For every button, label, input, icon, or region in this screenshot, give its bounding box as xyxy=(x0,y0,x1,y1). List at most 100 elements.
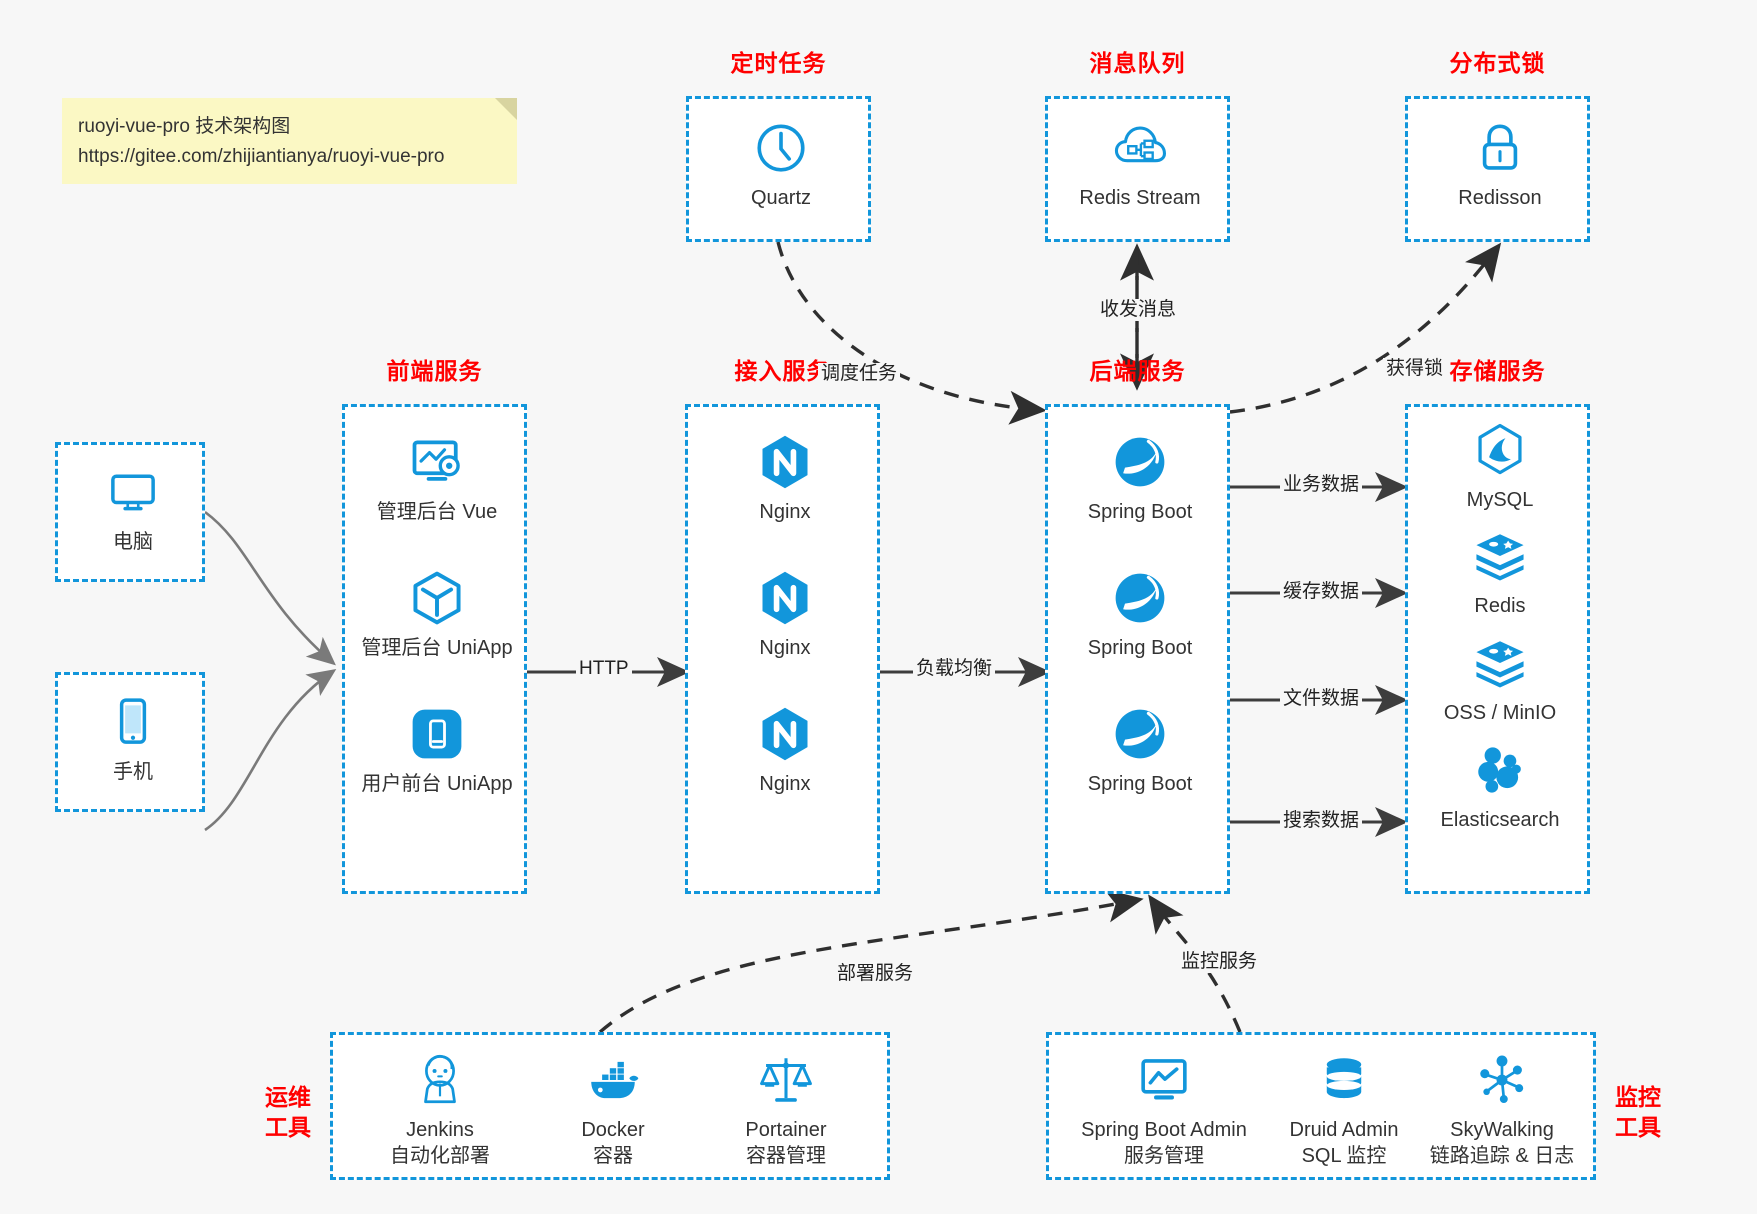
group-title-mq: 消息队列 xyxy=(1089,50,1186,76)
node-user-uniapp[interactable]: 用户前台 UniApp xyxy=(361,703,513,797)
group-box-scheduler: Quartz xyxy=(686,96,871,242)
node-sublabel: 服务管理 xyxy=(1124,1145,1204,1167)
node-label: 管理后台 Vue xyxy=(376,501,498,523)
node-label: Spring Boot xyxy=(1087,501,1193,523)
node-springboot-1[interactable]: Spring Boot xyxy=(1070,431,1210,525)
node-oss-minio[interactable]: OSS / MinIO xyxy=(1430,632,1570,726)
phone-icon xyxy=(102,691,164,753)
group-box-lock: Redisson xyxy=(1405,96,1590,242)
node-sublabel: 链路追踪 & 日志 xyxy=(1429,1145,1575,1167)
node-admin-uniapp[interactable]: 管理后台 UniApp xyxy=(361,567,513,661)
node-skywalking[interactable]: SkyWalking 链路追踪 & 日志 xyxy=(1417,1049,1587,1169)
edge-label-load-balance: 负载均衡 xyxy=(913,658,996,680)
edge-backend-to-redisson xyxy=(1229,242,1502,414)
edge-label-send-receive-msg: 收发消息 xyxy=(1097,299,1180,321)
monitor-icon xyxy=(102,461,164,523)
lock-icon xyxy=(1469,117,1531,179)
node-druid-admin[interactable]: Druid Admin SQL 监控 xyxy=(1264,1049,1424,1169)
node-phone[interactable]: 手机 xyxy=(63,691,203,785)
note-fold-corner xyxy=(495,98,517,120)
node-label: Elasticsearch xyxy=(1440,809,1560,831)
group-title-frontend: 前端服务 xyxy=(386,358,483,384)
clock-icon xyxy=(750,117,812,179)
node-docker[interactable]: Docker 容器 xyxy=(538,1049,688,1169)
node-label: Spring Boot xyxy=(1087,637,1193,659)
group-title-ops-line1: 运维 xyxy=(265,1084,311,1110)
edge-label-file-data: 文件数据 xyxy=(1280,688,1363,710)
docker-icon xyxy=(582,1049,644,1111)
oss-minio-icon xyxy=(1469,632,1531,694)
node-label: 用户前台 UniApp xyxy=(361,773,513,795)
skywalking-icon xyxy=(1471,1049,1533,1111)
group-title-lock: 分布式锁 xyxy=(1449,50,1546,76)
cloud-network-icon xyxy=(1109,117,1171,179)
group-box-gateway: Nginx Nginx Nginx xyxy=(685,404,880,894)
node-label: Redis xyxy=(1474,595,1526,617)
node-label: Nginx xyxy=(759,637,811,659)
nginx-icon xyxy=(754,431,816,493)
node-label: Nginx xyxy=(759,773,811,795)
node-label: Docker xyxy=(581,1119,645,1141)
redis-icon xyxy=(1469,525,1531,587)
node-label: Spring Boot Admin xyxy=(1081,1119,1247,1141)
node-label: OSS / MinIO xyxy=(1443,702,1557,724)
node-label: Jenkins xyxy=(406,1119,474,1141)
node-redis[interactable]: Redis xyxy=(1430,525,1570,619)
spring-boot-icon xyxy=(1109,431,1171,493)
edge-backend-to-storage xyxy=(1230,472,1408,837)
cube-icon xyxy=(406,567,468,629)
mobile-app-icon xyxy=(406,703,468,765)
client-box-pc: 电脑 xyxy=(55,442,205,582)
node-label: 管理后台 UniApp xyxy=(361,637,513,659)
node-nginx-1[interactable]: Nginx xyxy=(715,431,855,525)
edge-label-cache-data: 缓存数据 xyxy=(1280,581,1363,603)
edge-label-acquire-lock: 获得锁 xyxy=(1383,358,1447,380)
node-portainer[interactable]: Portainer 容器管理 xyxy=(711,1049,861,1169)
node-label: SkyWalking xyxy=(1450,1119,1554,1141)
edge-label-business-data: 业务数据 xyxy=(1280,474,1363,496)
node-elasticsearch[interactable]: Elasticsearch xyxy=(1430,739,1570,833)
node-label: 手机 xyxy=(113,761,153,783)
node-springboot-3[interactable]: Spring Boot xyxy=(1070,703,1210,797)
group-box-monitor: Spring Boot Admin 服务管理 Druid Admin SQL 监… xyxy=(1046,1032,1596,1180)
node-sublabel: SQL 监控 xyxy=(1301,1145,1387,1167)
node-label: Redis Stream xyxy=(1079,187,1201,209)
node-label: Redisson xyxy=(1458,187,1542,209)
node-admin-vue[interactable]: 管理后台 Vue xyxy=(367,431,507,525)
group-box-ops: Jenkins 自动化部署 xyxy=(330,1032,890,1180)
node-label: Nginx xyxy=(759,501,811,523)
monitor-chart-icon xyxy=(1133,1049,1195,1111)
node-sublabel: 自动化部署 xyxy=(390,1145,490,1167)
node-pc[interactable]: 电脑 xyxy=(63,461,203,555)
group-box-backend: Spring Boot Spring Boot Spring Boot xyxy=(1045,404,1230,894)
node-jenkins[interactable]: Jenkins 自动化部署 xyxy=(365,1049,515,1169)
group-box-frontend: 管理后台 Vue 管理后台 UniApp 用户前台 UniApp xyxy=(342,404,527,894)
diagram-note: ruoyi-vue-pro 技术架构图 https://gitee.com/zh… xyxy=(62,98,517,184)
node-quartz[interactable]: Quartz xyxy=(711,117,851,211)
node-redisson[interactable]: Redisson xyxy=(1430,117,1570,211)
group-title-scheduler: 定时任务 xyxy=(730,50,827,76)
node-redis-stream[interactable]: Redis Stream xyxy=(1070,117,1210,211)
nginx-icon xyxy=(754,567,816,629)
group-title-monitor-line1: 监控 xyxy=(1615,1084,1661,1110)
node-label: 电脑 xyxy=(113,531,153,553)
scales-icon xyxy=(755,1049,817,1111)
edge-label-search-data: 搜索数据 xyxy=(1280,810,1363,832)
node-nginx-2[interactable]: Nginx xyxy=(715,567,855,661)
edge-label-deploy-service: 部署服务 xyxy=(834,963,917,985)
node-label: Portainer xyxy=(745,1119,827,1141)
group-title-gateway: 接入服务 xyxy=(734,358,831,384)
spring-boot-icon xyxy=(1109,567,1171,629)
node-sublabel: 容器管理 xyxy=(746,1145,826,1167)
node-springboot-2[interactable]: Spring Boot xyxy=(1070,567,1210,661)
node-spring-boot-admin[interactable]: Spring Boot Admin 服务管理 xyxy=(1069,1049,1259,1169)
node-mysql[interactable]: MySQL xyxy=(1430,419,1570,513)
edge-label-http: HTTP xyxy=(576,658,632,680)
edge-label-schedule-task: 调度任务 xyxy=(818,363,901,385)
node-label: Druid Admin xyxy=(1289,1119,1399,1141)
node-label: Quartz xyxy=(750,187,812,209)
node-label: MySQL xyxy=(1466,489,1534,511)
edge-clients-to-frontend xyxy=(204,510,337,832)
node-nginx-3[interactable]: Nginx xyxy=(715,703,855,797)
